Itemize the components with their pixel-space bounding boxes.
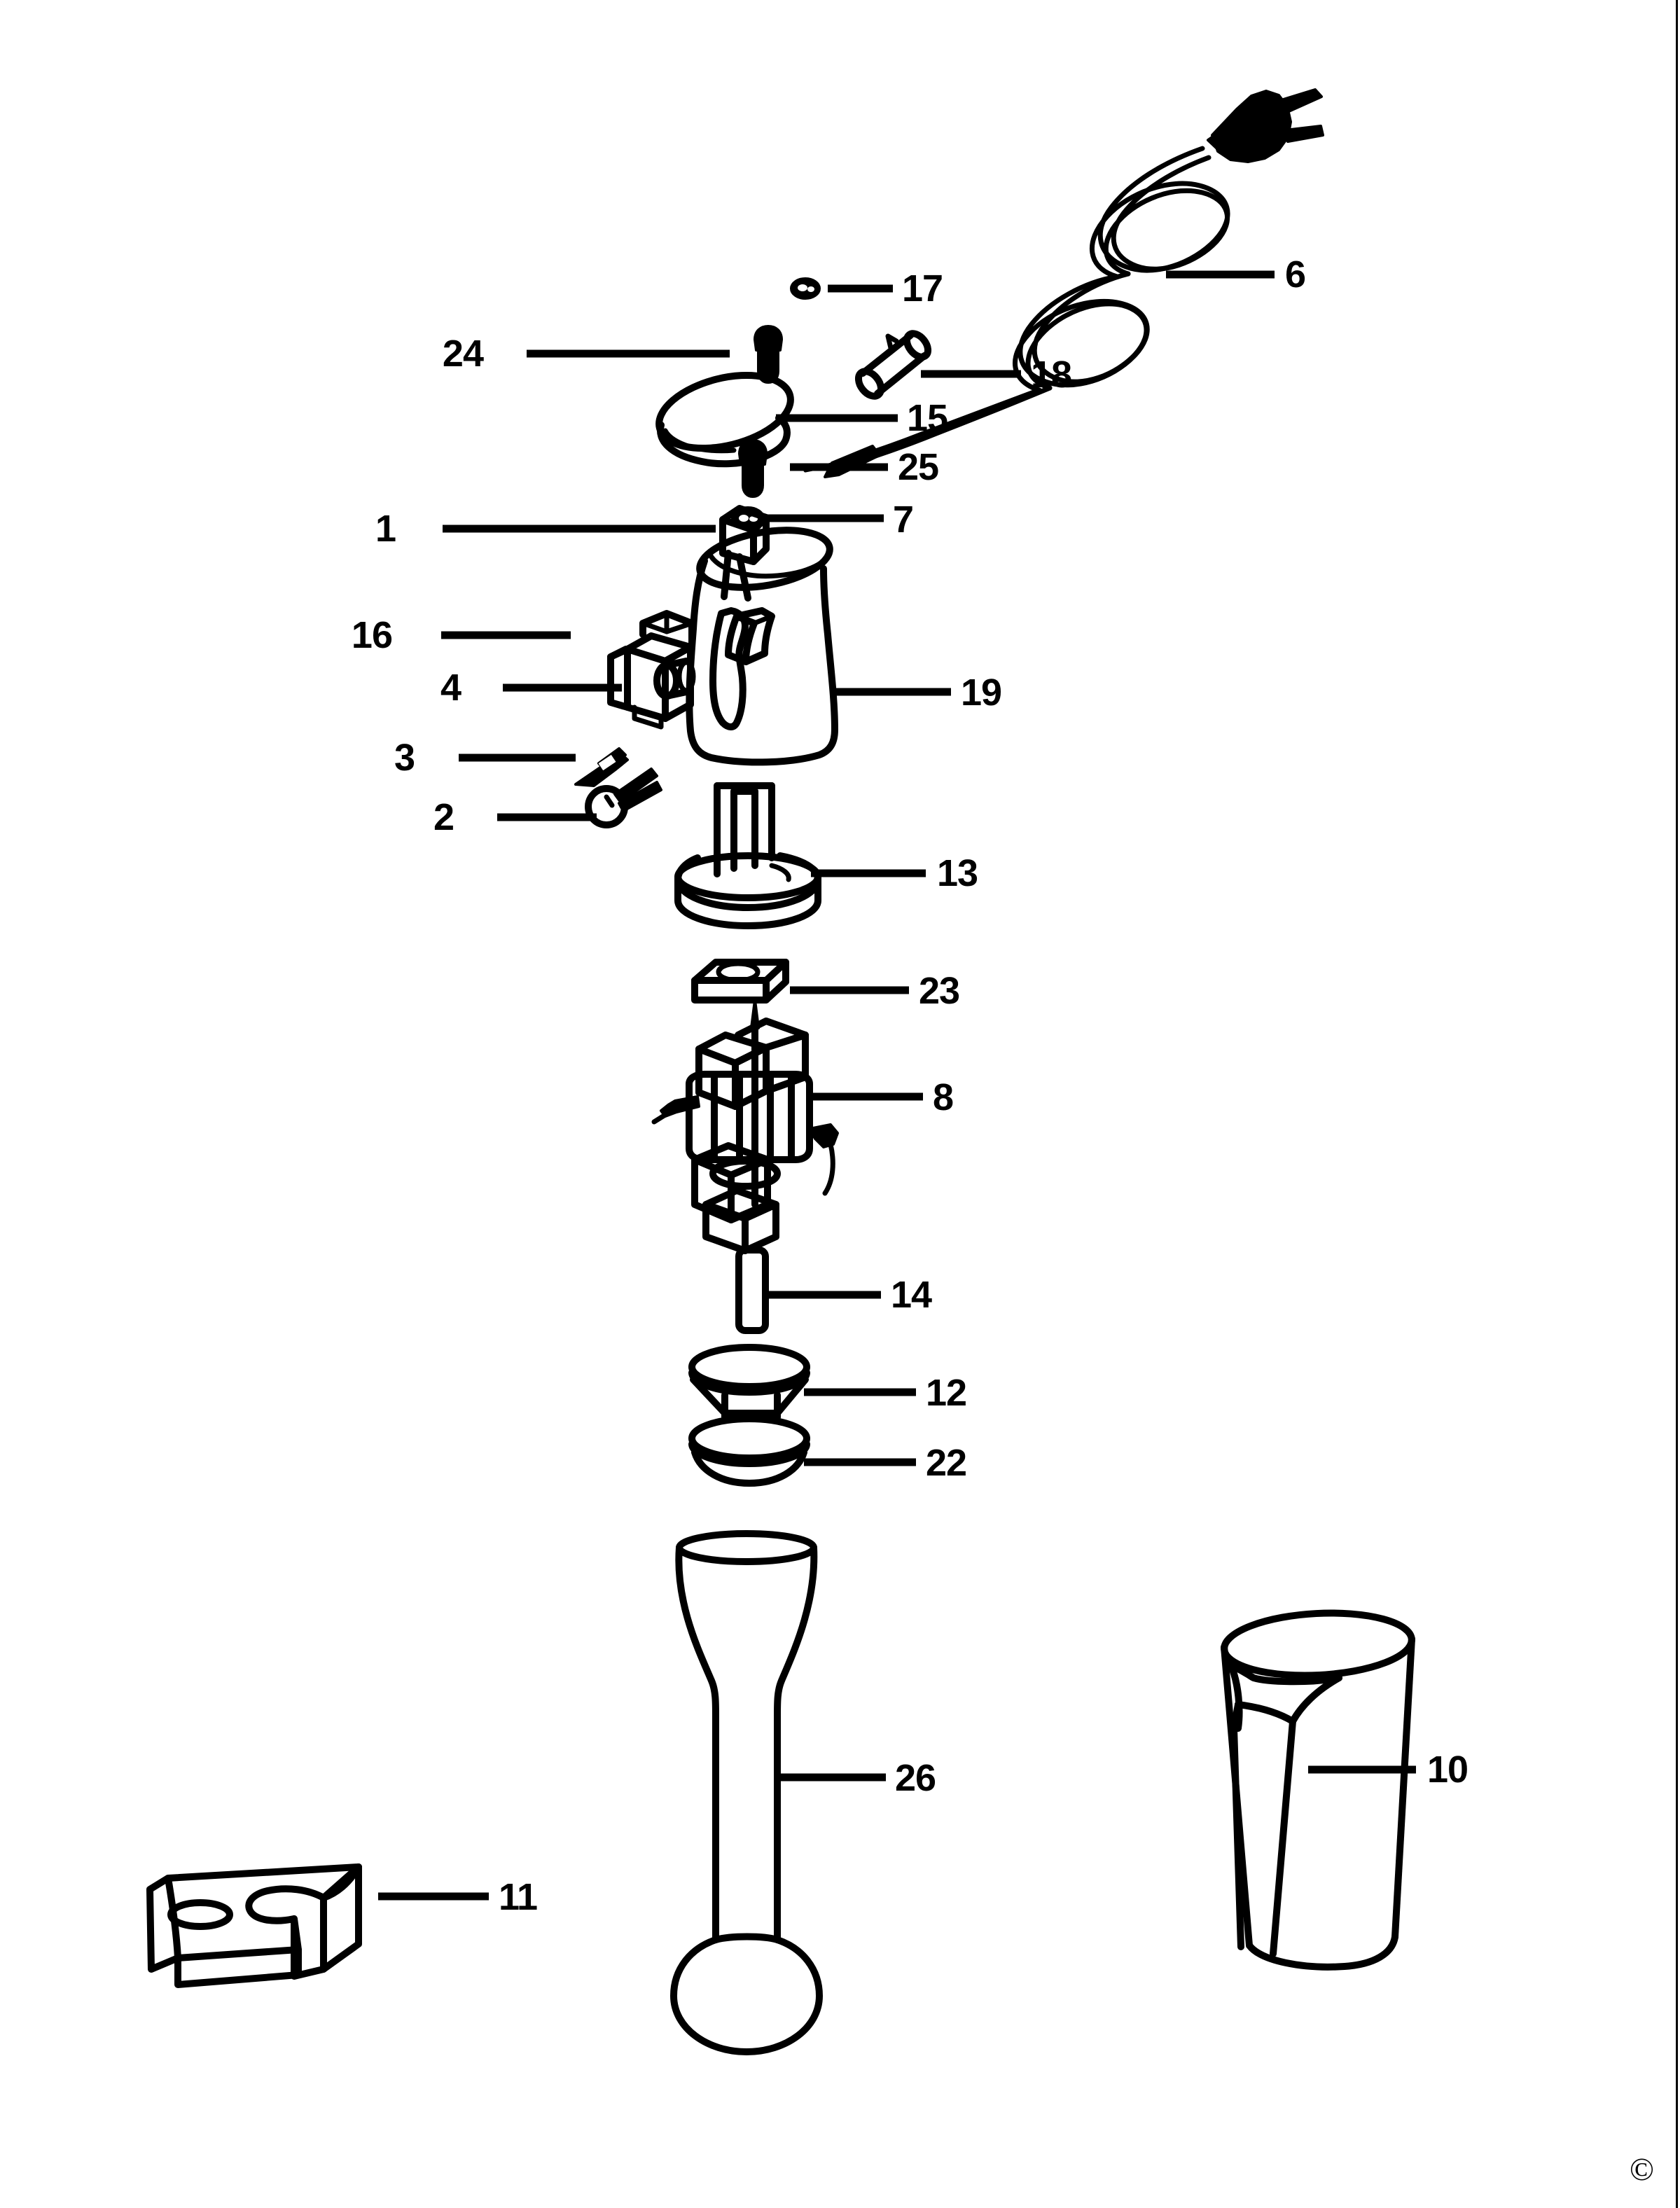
part-ring-terminal-lead bbox=[585, 768, 662, 828]
callout-number-19: 19 bbox=[961, 672, 1002, 714]
part-oval-top-cap bbox=[655, 371, 794, 468]
part-shaft-coupling-holder bbox=[674, 782, 821, 929]
callout-number-10: 10 bbox=[1427, 1749, 1469, 1791]
callout-number-18: 18 bbox=[1031, 354, 1072, 396]
part-conical-seal bbox=[688, 1415, 810, 1487]
callout-number-8: 8 bbox=[933, 1076, 954, 1118]
part-washer-upper bbox=[790, 277, 821, 300]
part-conical-washer bbox=[688, 1344, 810, 1421]
part-measuring-beaker bbox=[1221, 1609, 1415, 1971]
part-cord-strain-relief bbox=[854, 330, 932, 400]
callout-number-6: 6 bbox=[1285, 254, 1306, 296]
part-power-cord-with-plug bbox=[803, 88, 1324, 478]
part-drive-coupling-pin bbox=[735, 1247, 769, 1334]
callout-number-13: 13 bbox=[937, 852, 978, 894]
callout-number-7: 7 bbox=[893, 499, 914, 541]
part-motor-housing-body bbox=[686, 527, 838, 766]
copyright-symbol: © bbox=[1630, 2151, 1654, 2187]
part-motor-assembly bbox=[651, 999, 839, 1254]
callout-number-2: 2 bbox=[433, 796, 454, 838]
callout-number-26: 26 bbox=[895, 1757, 936, 1799]
callout-number-3: 3 bbox=[394, 737, 415, 779]
callout-number-17: 17 bbox=[902, 268, 943, 310]
part-wall-mount-bracket bbox=[146, 1863, 362, 1988]
callout-number-16: 16 bbox=[351, 614, 393, 656]
callout-number-1: 1 bbox=[375, 508, 396, 550]
callout-number-23: 23 bbox=[919, 970, 960, 1012]
callout-number-24: 24 bbox=[442, 333, 484, 375]
callout-number-14: 14 bbox=[891, 1274, 932, 1316]
callout-number-15: 15 bbox=[907, 397, 948, 439]
callout-number-25: 25 bbox=[898, 446, 939, 488]
page-border-right-rule bbox=[1676, 0, 1678, 2208]
part-screw-lower bbox=[738, 439, 768, 498]
callout-number-12: 12 bbox=[926, 1372, 967, 1414]
callout-number-11: 11 bbox=[499, 1876, 538, 1918]
part-switch-cover-plate bbox=[725, 607, 775, 665]
callout-number-22: 22 bbox=[926, 1442, 967, 1484]
callout-number-4: 4 bbox=[440, 667, 461, 709]
part-rocker-switch bbox=[607, 610, 696, 730]
part-square-gasket bbox=[691, 959, 789, 1004]
part-blender-wand-shaft bbox=[670, 1530, 823, 2055]
callout-leader-lines bbox=[378, 270, 1416, 1901]
part-wire-connector bbox=[574, 747, 629, 787]
